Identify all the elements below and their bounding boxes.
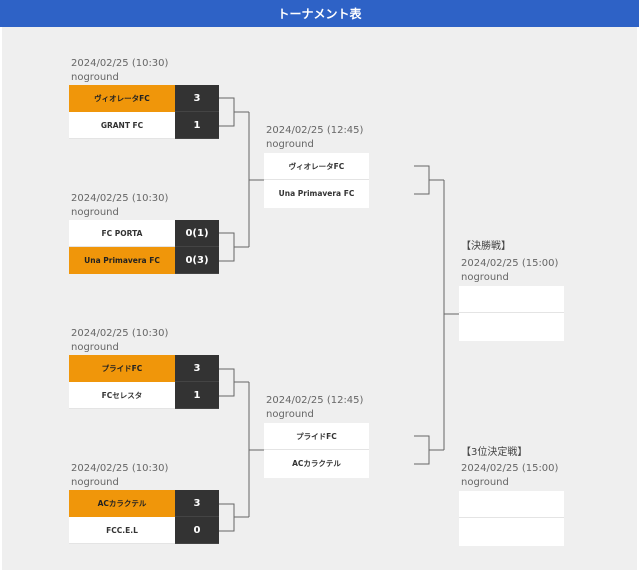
page-header: トーナメント表: [0, 0, 639, 27]
team-name: プライドFC: [264, 423, 369, 450]
team-score: 0: [175, 517, 219, 544]
match-row[interactable]: FCC.E.L 0: [69, 517, 219, 544]
match-date: 2024/02/25 (12:45): [266, 125, 364, 136]
match-date: 2024/02/25 (10:30): [71, 463, 169, 474]
match-ground: noground: [266, 409, 314, 420]
match-row[interactable]: Una Primavera FC 0(3): [69, 247, 219, 274]
match-info: 2024/02/25 (15:00) noground: [461, 462, 558, 490]
match-info: 2024/02/25 (10:30) noground: [71, 57, 168, 85]
page-title: トーナメント表: [277, 7, 362, 21]
match-info: 2024/02/25 (12:45) noground: [266, 394, 363, 422]
third-place-title: 【3位決定戦】: [461, 447, 528, 458]
third-place-match[interactable]: [459, 491, 564, 546]
team-name: ヴィオレータFC: [69, 85, 175, 112]
team-name: [459, 313, 564, 340]
match-date: 2024/02/25 (15:00): [461, 258, 559, 269]
semifinal-match[interactable]: ヴィオレータFC Una Primavera FC: [264, 153, 369, 208]
team-name: GRANT FC: [69, 112, 175, 139]
team-name: [459, 286, 564, 313]
team-name: FCC.E.L: [69, 517, 175, 544]
match-ground: noground: [71, 342, 119, 353]
match-ground: noground: [71, 207, 119, 218]
final-title: 【決勝戦】: [461, 241, 511, 252]
team-name: Una Primavera FC: [69, 247, 175, 274]
team-name: ACカラクテル: [69, 490, 175, 517]
match-row[interactable]: FCセレスタ 1: [69, 382, 219, 409]
match-ground: noground: [266, 139, 314, 150]
semifinal-match[interactable]: プライドFC ACカラクテル: [264, 423, 369, 478]
team-name: FCセレスタ: [69, 382, 175, 409]
team-score: 0(1): [175, 220, 219, 247]
match-date: 2024/02/25 (10:30): [71, 328, 169, 339]
team-name: ヴィオレータFC: [264, 153, 369, 180]
team-name: Una Primavera FC: [278, 189, 355, 198]
match-row[interactable]: ACカラクテル 3: [69, 490, 219, 517]
match-info: 2024/02/25 (10:30) noground: [71, 327, 168, 355]
match-row[interactable]: ヴィオレータFC 3: [69, 85, 219, 112]
match-row[interactable]: プライドFC 3: [69, 355, 219, 382]
team-name: プライドFC: [69, 355, 175, 382]
match-info: 2024/02/25 (15:00) noground: [461, 257, 558, 285]
team-name: FC PORTA: [69, 220, 175, 247]
match-info: 2024/02/25 (10:30) noground: [71, 192, 168, 220]
team-score: 1: [175, 112, 219, 139]
team-name: ACカラクテル: [292, 459, 341, 468]
final-match[interactable]: [459, 286, 564, 341]
team-score: 0(3): [175, 247, 219, 274]
match-date: 2024/02/25 (10:30): [71, 193, 169, 204]
team-score: 3: [175, 490, 219, 517]
team-name: [459, 491, 564, 518]
match-row[interactable]: FC PORTA 0(1): [69, 220, 219, 247]
match-ground: noground: [461, 272, 509, 283]
team-score: 3: [175, 355, 219, 382]
team-name: [459, 518, 564, 545]
match-info: 2024/02/25 (12:45) noground: [266, 124, 363, 152]
team-score: 1: [175, 382, 219, 409]
match-ground: noground: [71, 72, 119, 83]
match-ground: noground: [461, 477, 509, 488]
match-date: 2024/02/25 (10:30): [71, 58, 169, 69]
match-row[interactable]: GRANT FC 1: [69, 112, 219, 139]
match-date: 2024/02/25 (15:00): [461, 463, 559, 474]
match-info: 2024/02/25 (10:30) noground: [71, 462, 168, 490]
match-date: 2024/02/25 (12:45): [266, 395, 364, 406]
team-score: 3: [175, 85, 219, 112]
match-ground: noground: [71, 477, 119, 488]
